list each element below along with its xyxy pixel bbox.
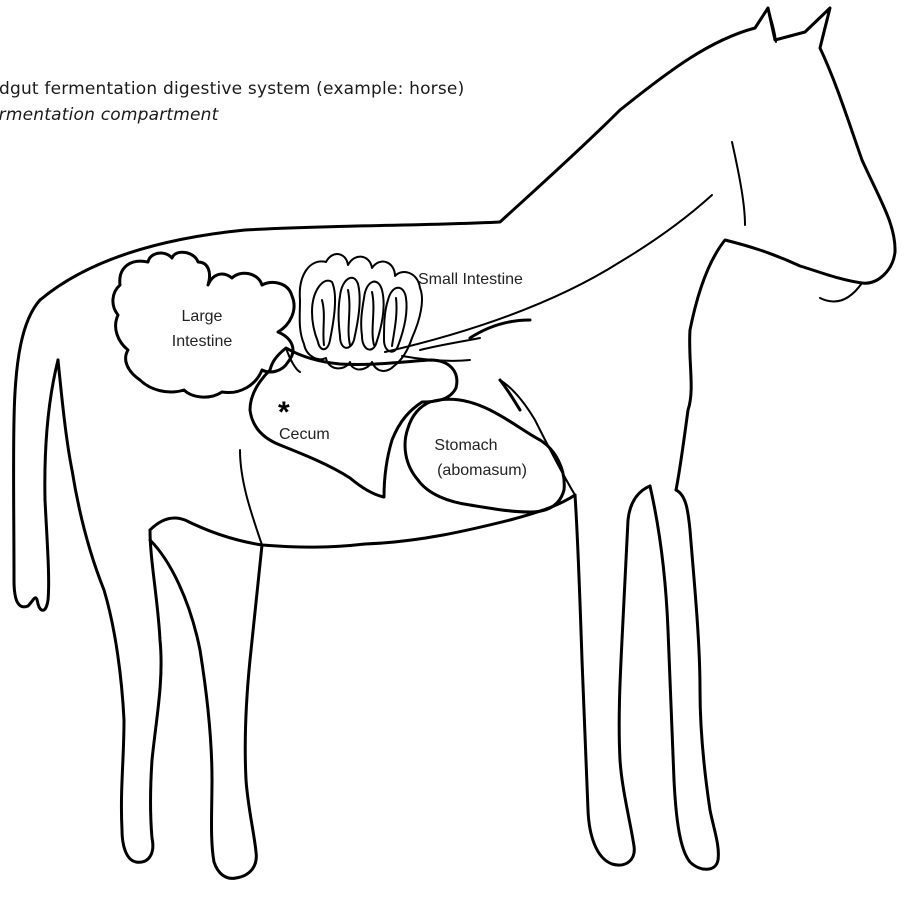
large-intestine-label-line2: Intestine: [172, 333, 233, 350]
fermentation-marker-asterisk: *: [278, 396, 290, 429]
large-intestine-label-line1: Large: [182, 308, 223, 325]
stomach-label-line2: (abomasum): [437, 462, 527, 479]
cecum-label: Cecum: [279, 426, 330, 443]
small-intestine-shape: [300, 254, 422, 371]
duodenum-connector: [402, 338, 480, 361]
stomach-label-line1: Stomach: [434, 437, 497, 454]
small-intestine-label: Small Intestine: [418, 271, 523, 288]
